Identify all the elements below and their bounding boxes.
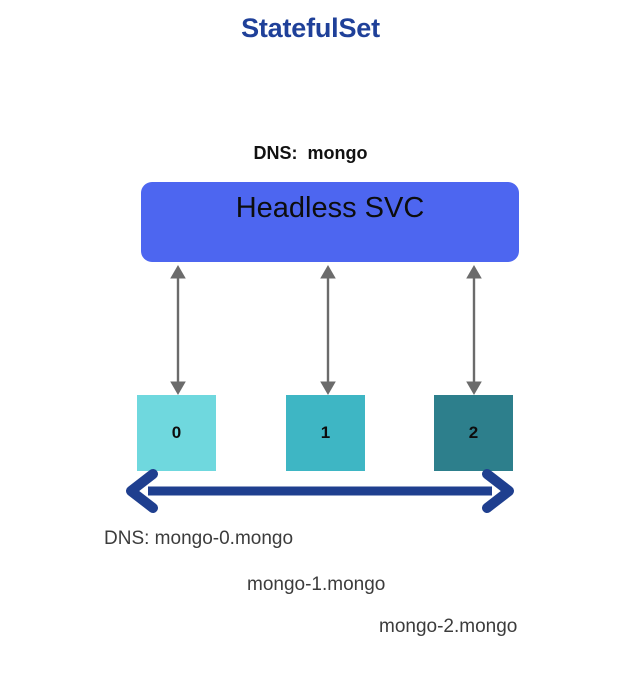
headless-service-label: Headless SVC	[235, 192, 425, 224]
pod-label-2: 2	[468, 423, 479, 442]
pod-label-1: 1	[320, 423, 331, 442]
pod-box-2: 2	[434, 395, 513, 471]
page-title: StatefulSet	[241, 13, 380, 43]
pod-dns-caption-0: DNS: mongo-0.mongo	[104, 528, 294, 549]
pod-dns-caption-1: mongo-1.mongo	[247, 574, 386, 595]
pod-label-0: 0	[171, 423, 182, 442]
ordered-scaling-arrow	[122, 468, 518, 514]
connector-arrow-svc-to-pod-1	[315, 264, 341, 396]
connector-arrow-svc-to-pod-2	[461, 264, 487, 396]
connector-arrow-svc-to-pod-0	[165, 264, 191, 396]
pod-box-0: 0	[137, 395, 216, 471]
headless-service-box: Headless SVC	[141, 182, 519, 262]
service-dns-label: DNS: mongo	[253, 143, 368, 163]
pod-box-1: 1	[286, 395, 365, 471]
pod-dns-caption-2: mongo-2.mongo	[379, 616, 518, 637]
